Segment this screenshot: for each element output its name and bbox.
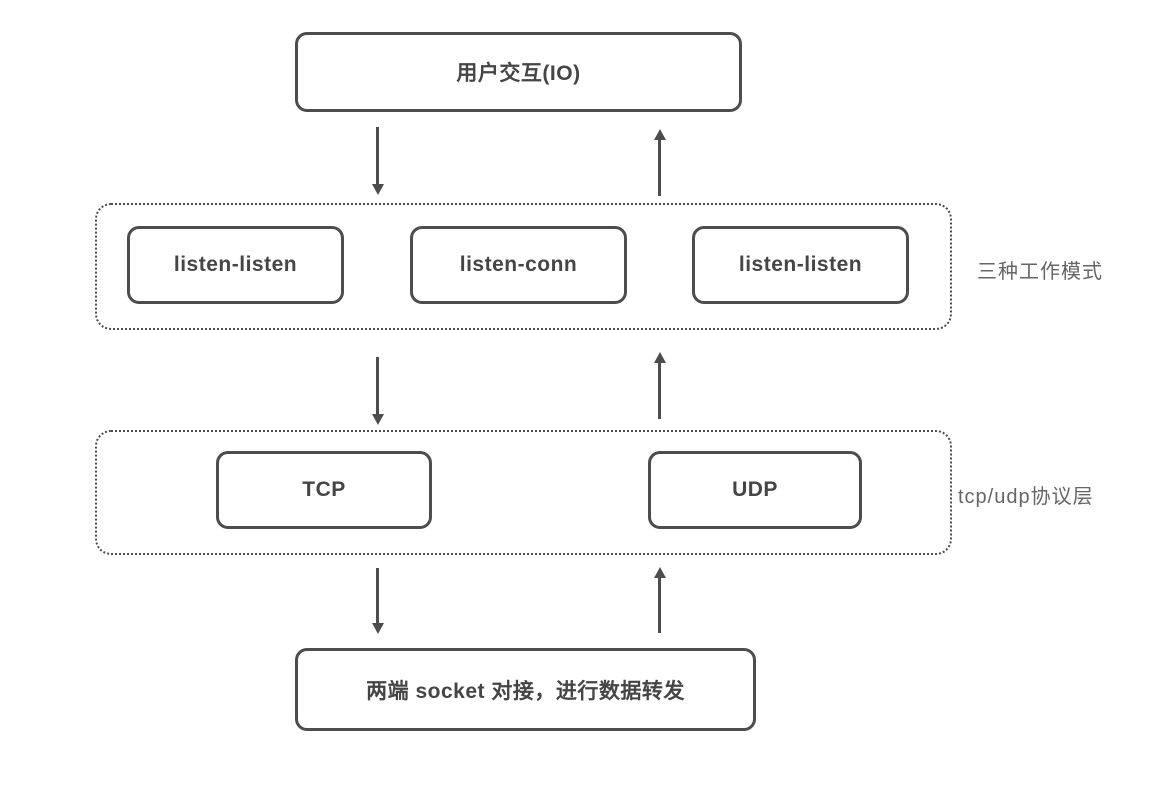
arrow-down-protocol-to-socket xyxy=(376,568,379,624)
node-listen-listen-2-label: listen-listen xyxy=(738,253,863,276)
arrow-up-modes-to-io xyxy=(658,139,661,196)
node-listen-listen-2: listen-listen xyxy=(692,226,909,304)
node-listen-conn-label: listen-conn xyxy=(459,253,578,276)
label-protocols: tcp/udp协议层 xyxy=(958,486,1094,508)
node-listen-listen-1-label: listen-listen xyxy=(173,253,298,276)
node-user-io: 用户交互(IO) xyxy=(295,32,742,112)
node-user-io-label: 用户交互(IO) xyxy=(456,62,581,85)
group-protocols xyxy=(95,430,952,555)
label-work-modes: 三种工作模式 xyxy=(977,261,1103,283)
node-listen-listen-1: listen-listen xyxy=(127,226,344,304)
arrow-down-io-to-modes xyxy=(376,127,379,185)
arrow-down-modes-to-protocol xyxy=(376,357,379,415)
group-work-modes xyxy=(95,203,952,330)
node-tcp: TCP xyxy=(216,451,432,529)
arrow-up-socket-to-protocol xyxy=(658,577,661,633)
node-socket-forward: 两端 socket 对接，进行数据转发 xyxy=(295,648,756,731)
node-udp: UDP xyxy=(648,451,862,529)
arrow-up-protocol-to-modes xyxy=(658,362,661,419)
node-udp-label: UDP xyxy=(732,478,778,501)
node-socket-forward-label: 两端 socket 对接，进行数据转发 xyxy=(366,679,685,703)
node-tcp-label: TCP xyxy=(302,478,346,501)
node-listen-conn: listen-conn xyxy=(410,226,627,304)
